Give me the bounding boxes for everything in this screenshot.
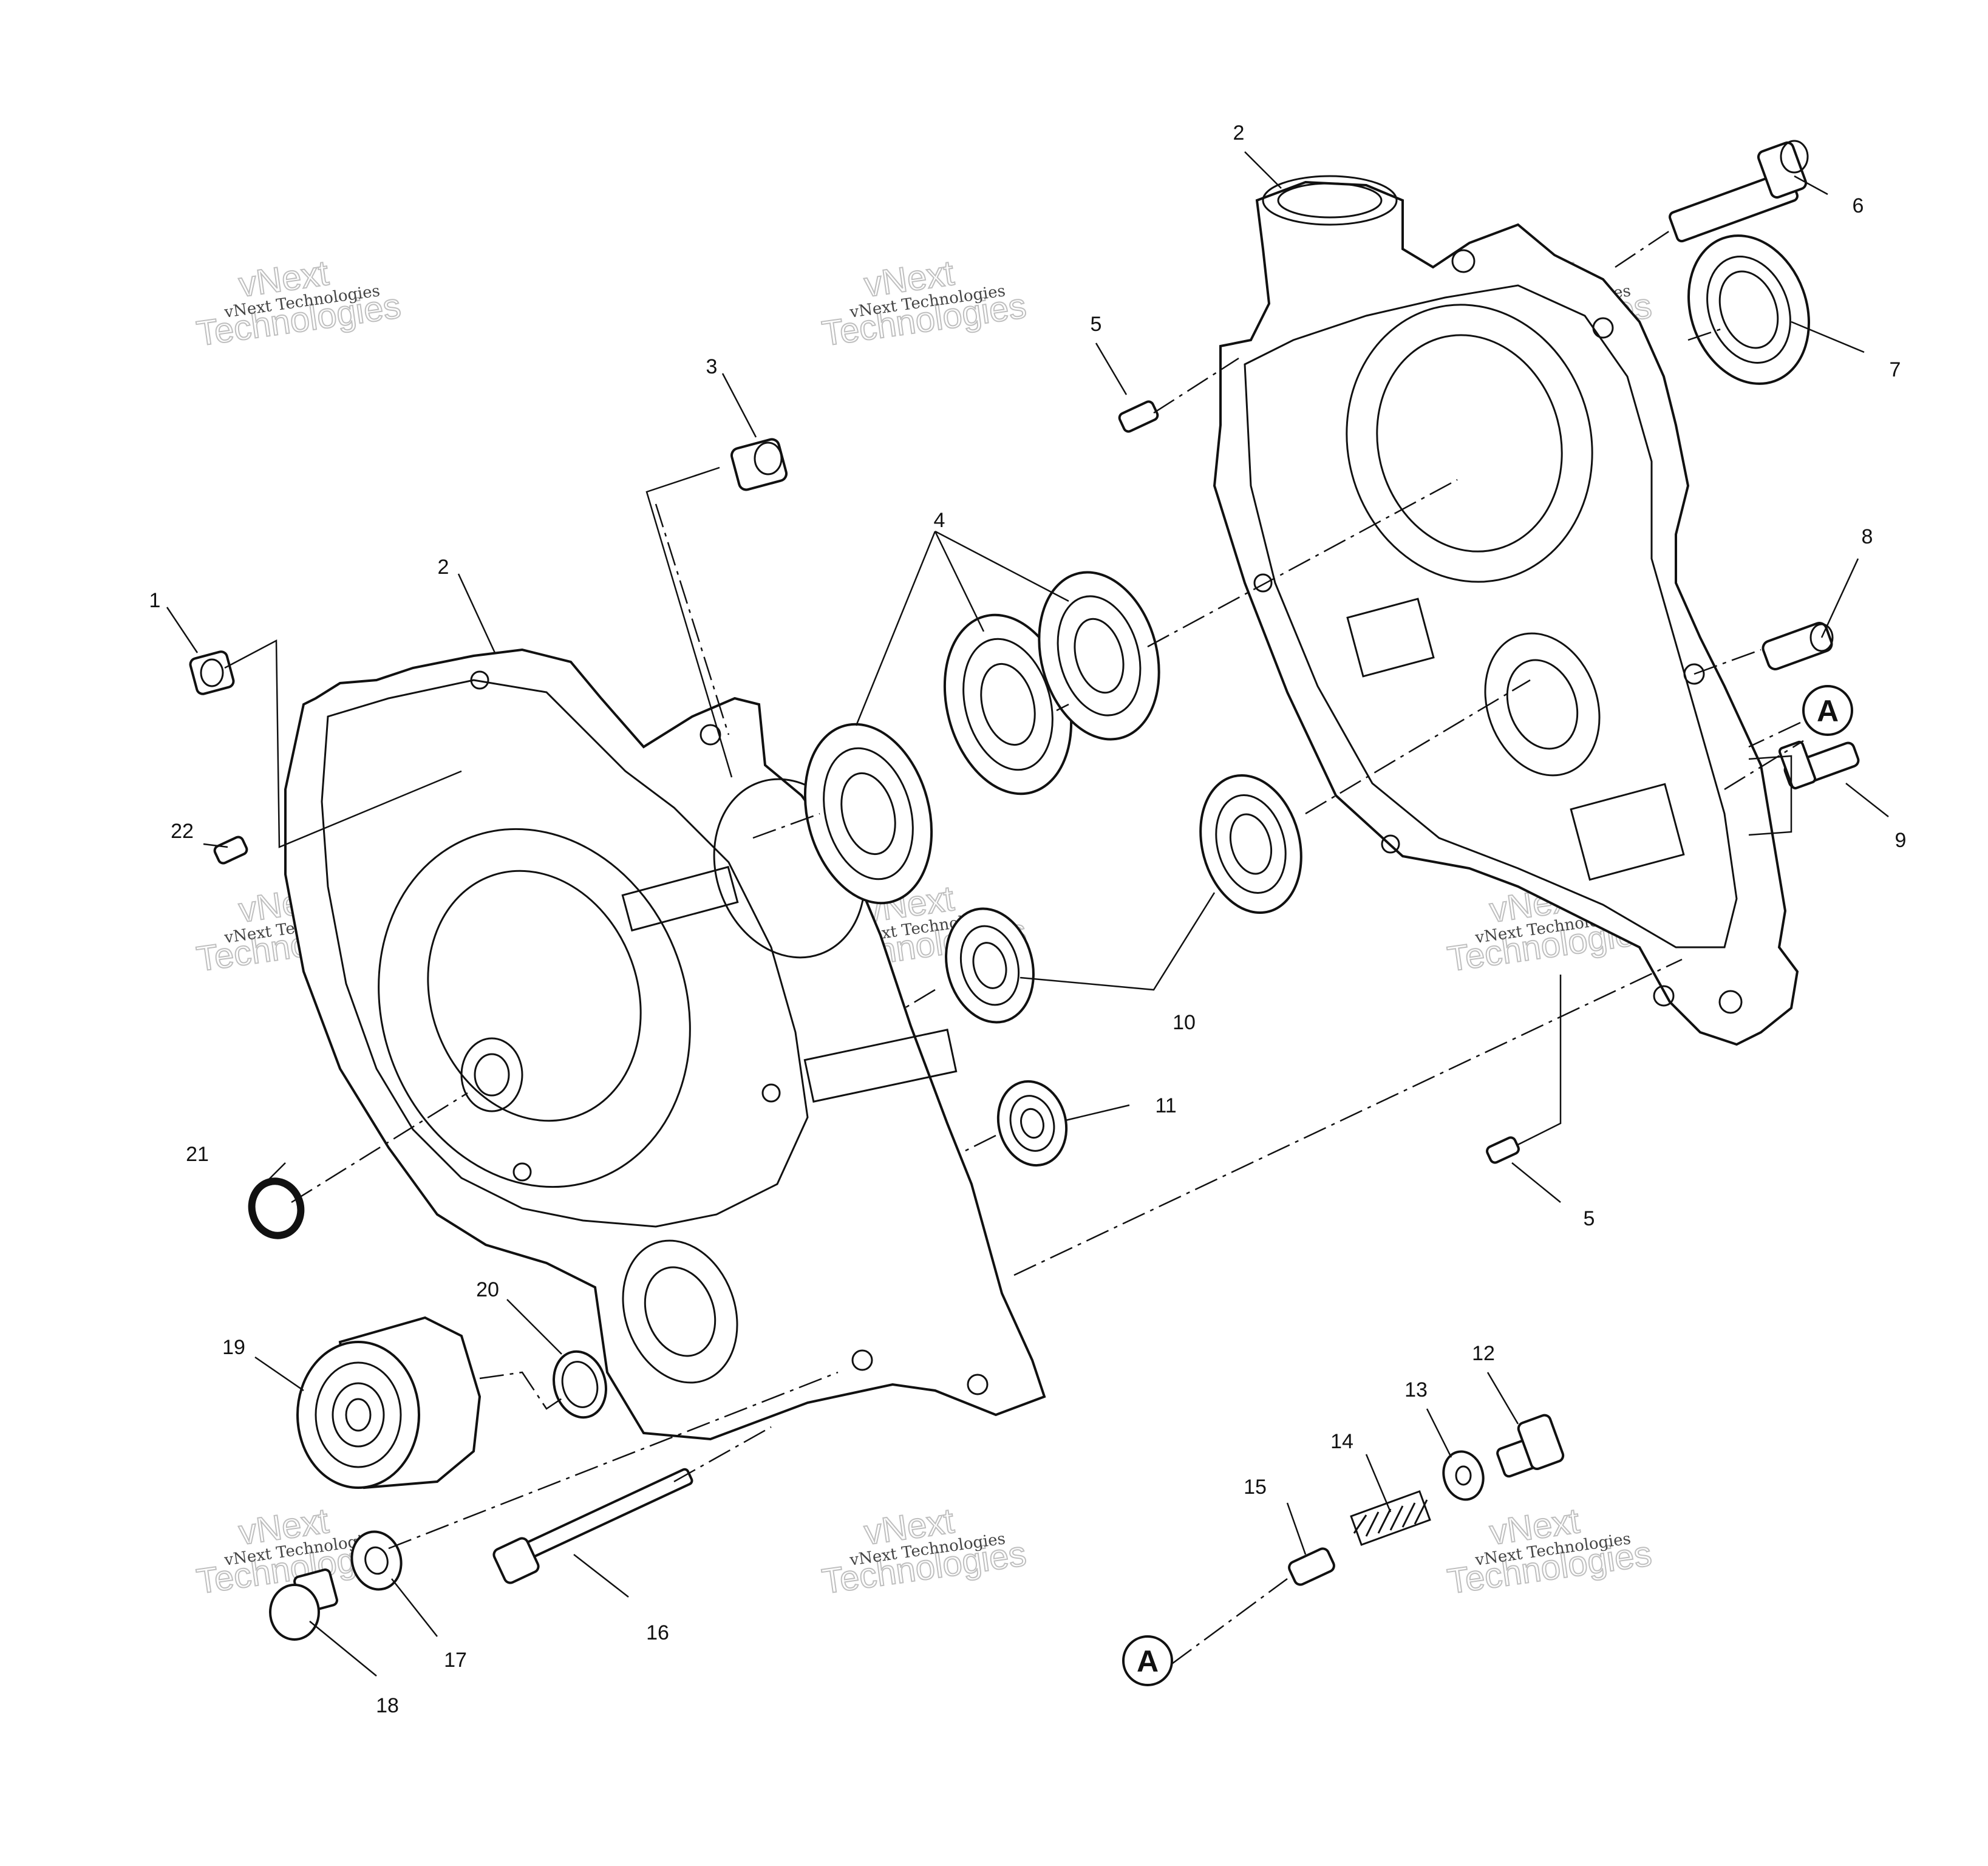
part-17-washer: [350, 1530, 403, 1591]
center-lines: [291, 230, 1804, 1665]
right-case-oil-passage: [1570, 783, 1685, 881]
left-case-clutch-bore-inner: [427, 870, 642, 1122]
callout-19: 19: [222, 1336, 245, 1359]
right-case-bolt-hole-3: [1683, 663, 1705, 685]
left-case-seal-bore: [460, 1037, 523, 1112]
part-3-bushing: [730, 438, 788, 491]
callout-2-left: 2: [438, 556, 449, 579]
callout-20: 20: [476, 1278, 499, 1301]
part-20-seal: [553, 1350, 607, 1419]
left-case-bolt-hole-3: [967, 1374, 989, 1395]
right-case-outline: [1213, 180, 1799, 1046]
left-case-bolt-hole-5: [512, 1162, 532, 1182]
part-10-bearing-right: [1199, 774, 1302, 914]
callout-21: 21: [186, 1143, 209, 1166]
part-5-dowel-pin-bottom: [1486, 1136, 1520, 1164]
left-case-seal-bore-inner: [474, 1053, 510, 1097]
callout-22: 22: [171, 820, 194, 843]
right-case-neck-top-inner: [1277, 182, 1383, 219]
part-1-bushing: [189, 650, 235, 695]
right-case-bolt-hole-4: [1718, 990, 1743, 1014]
part-12-bolt: [1496, 1414, 1565, 1478]
part-7-oil-seal: [1687, 234, 1810, 385]
callout-9: 9: [1895, 829, 1907, 852]
left-case-bolt-hole-6: [761, 1083, 781, 1103]
watermark-1: vNext Technologies vNext Technologies: [194, 253, 404, 354]
right-case-neck-top: [1262, 175, 1398, 226]
part-22-dowel-pin: [213, 836, 248, 865]
right-case-main-bore-inner: [1506, 659, 1579, 750]
part-21-o-ring: [248, 1177, 305, 1239]
callout-18: 18: [376, 1694, 399, 1717]
left-crankcase-half: [284, 648, 1046, 1441]
part-10-bearing-left: [945, 907, 1035, 1024]
callout-11: 11: [1155, 1094, 1176, 1117]
left-case-rib-2: [621, 865, 739, 932]
part-13-washer: [1442, 1450, 1485, 1501]
callout-labels: 1 2 2 3 4 5 5 6 7 8 9 10 11 12 13 14 15 …: [149, 121, 1907, 1717]
callout-13: 13: [1404, 1378, 1428, 1401]
reference-label-bottom: A: [1137, 1644, 1159, 1678]
part-5-dowel-pin-top: [1118, 400, 1159, 433]
left-case-bolt-hole-2: [851, 1349, 873, 1371]
reference-marker-bottom: A: [1122, 1635, 1173, 1686]
callout-7: 7: [1890, 358, 1901, 381]
part-14-spring: [1350, 1490, 1431, 1546]
callout-4: 4: [934, 509, 945, 532]
callout-6: 6: [1853, 194, 1864, 217]
left-case-lower-bore: [622, 1239, 738, 1384]
right-case-cylinder-bore: [1346, 304, 1593, 583]
callout-15: 15: [1244, 1476, 1267, 1499]
callout-3: 3: [706, 355, 718, 378]
left-case-bolt-hole-4: [470, 670, 489, 690]
leader-lines: [166, 151, 1889, 1677]
callout-16: 16: [646, 1621, 669, 1644]
left-case-rib-1: [803, 1029, 958, 1103]
left-case-bolt-hole-1: [700, 724, 721, 746]
callout-2-right: 2: [1233, 121, 1245, 145]
right-case-cylinder-bore-inner: [1376, 334, 1563, 553]
part-8-plug: [1762, 622, 1834, 670]
right-case-bolt-hole-5: [1653, 985, 1675, 1007]
callout-5-top: 5: [1091, 313, 1102, 336]
right-case-bolt-hole-1: [1451, 249, 1476, 273]
part-16-long-bolt: [492, 1468, 693, 1584]
watermark-8: vNext Technologies vNext Technologies: [819, 1500, 1029, 1602]
part-9-fitting: [1778, 740, 1860, 790]
left-case-clutch-bore: [378, 828, 691, 1188]
watermark-9: vNext Technologies vNext Technologies: [1445, 1500, 1655, 1602]
callout-17: 17: [444, 1649, 467, 1672]
callout-10: 10: [1173, 1011, 1196, 1034]
part-19-pulley: [296, 1316, 482, 1490]
part-4-bearing-middle: [943, 613, 1073, 795]
part-15-plunger: [1288, 1547, 1335, 1586]
callout-8: 8: [1862, 525, 1873, 548]
left-case-lower-bore-inner: [644, 1266, 717, 1357]
reference-marker-top: A: [1802, 685, 1853, 736]
part-4-bearing-left: [803, 723, 933, 905]
right-crankcase-half: [1213, 175, 1799, 1046]
callout-5-bottom: 5: [1584, 1207, 1595, 1230]
part-11-bearing: [996, 1080, 1068, 1167]
left-case-gasket-line: [321, 679, 809, 1228]
right-case-bolt-hole-6: [1253, 573, 1273, 593]
callout-14: 14: [1330, 1430, 1353, 1453]
part-4-bearing-right: [1038, 571, 1160, 741]
part-18-drain-plug: [269, 1568, 338, 1641]
right-case-bolt-hole-7: [1381, 834, 1400, 854]
left-case-outline: [284, 648, 1046, 1441]
right-case-main-bore: [1484, 632, 1601, 777]
reference-label-top: A: [1817, 694, 1839, 728]
right-case-gasket-line: [1244, 284, 1738, 948]
callout-12: 12: [1472, 1342, 1495, 1365]
watermark-2: vNext Technologies vNext Technologies: [819, 253, 1029, 354]
part-6-bolt: [1669, 140, 1809, 243]
callout-1: 1: [149, 589, 161, 612]
right-case-boss: [1346, 598, 1435, 678]
right-case-bolt-hole-2: [1592, 317, 1614, 339]
